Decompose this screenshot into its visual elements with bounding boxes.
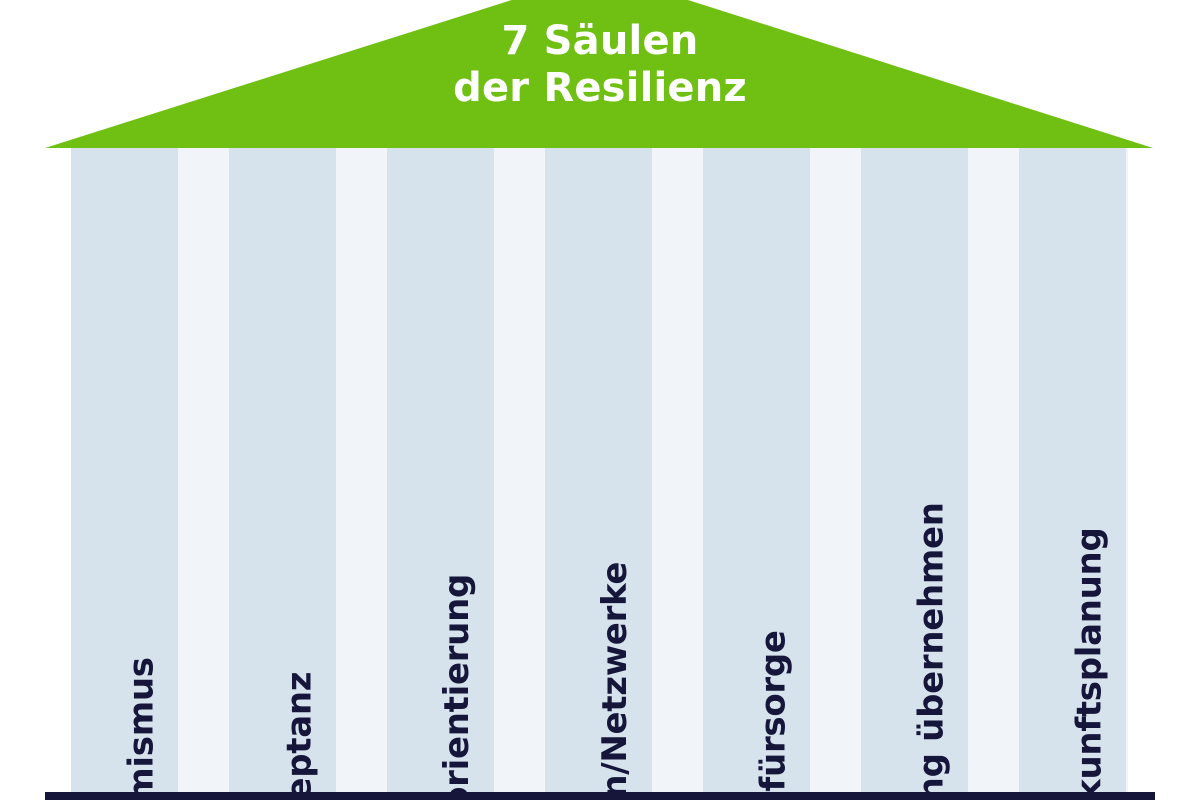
- pillar-1[interactable]: Optimismus: [71, 148, 178, 792]
- roof-triangle-icon: [45, 0, 1153, 148]
- pillar-7[interactable]: Positive Zukunftsplanung: [1019, 148, 1126, 792]
- pillar-3[interactable]: Lösungsorientierung: [387, 148, 494, 792]
- pillar-gap-3: [494, 148, 545, 792]
- pillar-gap-4: [652, 148, 703, 792]
- pillar-4[interactable]: Bindungen/Netzwerke: [545, 148, 652, 792]
- pillar-2[interactable]: Akzeptanz: [229, 148, 336, 792]
- pillar-gap-6: [968, 148, 1019, 792]
- foundation-bar: [45, 792, 1155, 800]
- pillar-row: Optimismus Akzeptanz Lösungsorientierung…: [71, 148, 1128, 792]
- pillar-5[interactable]: Selbstfürsorge: [703, 148, 810, 792]
- pillar-gap-5: [810, 148, 861, 792]
- roof-gable: 7 Säulen der Resilienz: [0, 0, 1200, 150]
- pillar-gap-2: [336, 148, 387, 792]
- pillar-6[interactable]: Verantwortung übernehmen: [861, 148, 968, 792]
- pillar-gap-1: [178, 148, 229, 792]
